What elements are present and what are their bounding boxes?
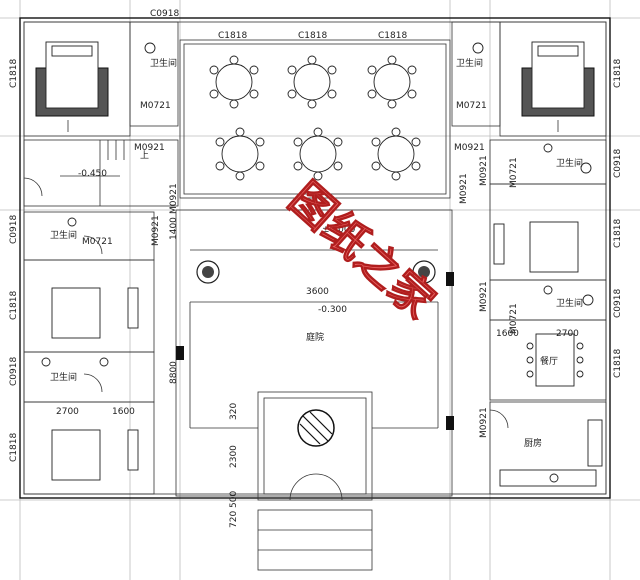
dimension: 720 — [229, 511, 239, 528]
door-label: M0921 — [479, 155, 489, 186]
window-label: C0918 — [9, 357, 19, 386]
level-mark: ±0.000 — [322, 225, 356, 235]
room-label-courtyard: 庭院 — [306, 331, 324, 343]
room-label-bathroom: 卫生间 — [50, 229, 77, 241]
room-label-bathroom: 卫生间 — [456, 57, 483, 69]
door-label: M0721 — [456, 101, 487, 111]
door-label: M0721 — [140, 101, 171, 111]
round-tables — [209, 55, 421, 181]
dimension: 3600 — [306, 287, 329, 297]
door-label: M0921 — [151, 215, 161, 246]
door-label: M0921 — [169, 183, 179, 214]
window-label: C1818 — [9, 291, 19, 320]
window-label: C1818 — [9, 433, 19, 462]
window-label: C1818 — [613, 219, 623, 248]
door-label: M0921 — [479, 281, 489, 312]
dimension: 2700 — [556, 329, 579, 339]
dimension: 1600 — [112, 407, 135, 417]
door-label: M0921 — [479, 407, 489, 438]
dining-hall — [179, 39, 451, 199]
entry-feature — [297, 409, 335, 447]
room-label-bathroom: 卫生间 — [50, 371, 77, 383]
window-label: C1818 — [298, 31, 327, 41]
dimension: 2700 — [56, 407, 79, 417]
door-label: M0921 — [459, 173, 469, 204]
right-wing — [489, 139, 607, 495]
level-mark: -0.300 — [318, 305, 347, 315]
left-top-bedroom — [23, 21, 179, 137]
window-label: C0918 — [613, 149, 623, 178]
room-label-kitchen: 厨房 — [524, 437, 542, 449]
window-label: C1818 — [378, 31, 407, 41]
window-label: C0918 — [613, 289, 623, 318]
dimension: 2300 — [229, 445, 239, 468]
door-label: M0721 — [82, 237, 113, 247]
courtyard — [175, 209, 454, 497]
door-label: M0921 — [454, 143, 485, 153]
dimension: 8800 — [169, 361, 179, 384]
window-label: C1818 — [613, 59, 623, 88]
labels: C0918 C1818 C1818 C1818 C1818 C0918 C181… — [9, 9, 623, 528]
window-label: C0918 — [9, 215, 19, 244]
dimension: 1600 — [496, 329, 519, 339]
dimension: 500 — [229, 491, 239, 508]
room-label-bathroom: 卫生间 — [556, 297, 583, 309]
watermark: 图纸之家 — [279, 173, 444, 329]
window-label: C1818 — [218, 31, 247, 41]
left-corridor — [23, 139, 179, 207]
level-mark: -0.450 — [78, 169, 107, 179]
entrance — [257, 391, 373, 571]
stair-label: 上 — [140, 150, 149, 161]
window-label: C1818 — [9, 59, 19, 88]
window-label: C1818 — [613, 349, 623, 378]
door-label: M0921 — [134, 143, 165, 153]
room-label-bathroom: 卫生间 — [556, 157, 583, 169]
left-wing — [23, 211, 155, 495]
door-label: M0721 — [509, 157, 519, 188]
dimension: 1400 — [169, 217, 179, 240]
dimension: 320 — [229, 403, 239, 420]
door-label: M0721 — [509, 303, 519, 334]
room-label-bathroom: 卫生间 — [150, 57, 177, 69]
room-label-dining: 餐厅 — [540, 355, 558, 367]
right-top-bedroom — [451, 21, 607, 137]
window-label: C0918 — [150, 9, 179, 19]
